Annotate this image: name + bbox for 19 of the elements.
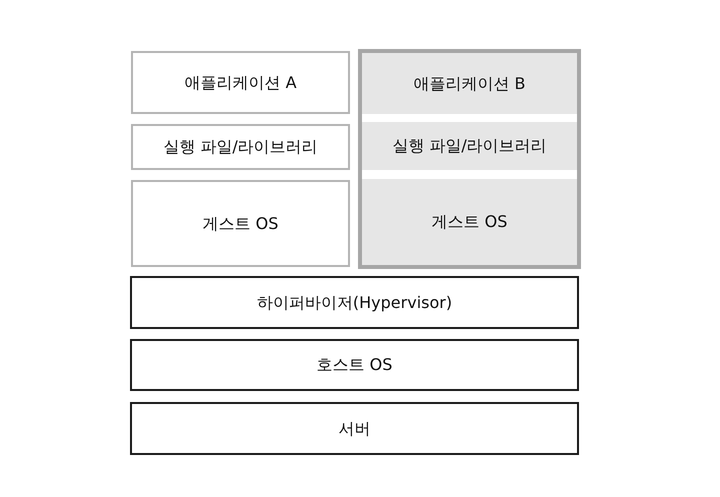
layer-label: 게스트 OS <box>202 214 278 234</box>
layer-label: 애플리케이션 B <box>413 74 526 94</box>
layer-box <box>131 124 350 170</box>
layer-label: 실행 파일/라이브러리 <box>392 136 547 156</box>
group-frame <box>358 49 581 269</box>
layer-box <box>130 339 579 391</box>
layer-label: 하이퍼바이저(Hypervisor) <box>256 292 452 312</box>
layer-band <box>362 179 577 265</box>
layer-box <box>131 51 350 114</box>
layer-band <box>362 122 577 170</box>
layer-box <box>131 180 350 267</box>
layer-label: 게스트 OS <box>432 212 508 232</box>
layer-label: 실행 파일/라이브러리 <box>163 137 318 157</box>
layer-band <box>362 53 577 114</box>
layer-label: 서버 <box>338 418 370 438</box>
layer-box <box>130 402 579 455</box>
layer-box <box>130 276 579 329</box>
layer-label: 호스트 OS <box>316 355 392 375</box>
layer-label: 애플리케이션 A <box>184 72 297 92</box>
